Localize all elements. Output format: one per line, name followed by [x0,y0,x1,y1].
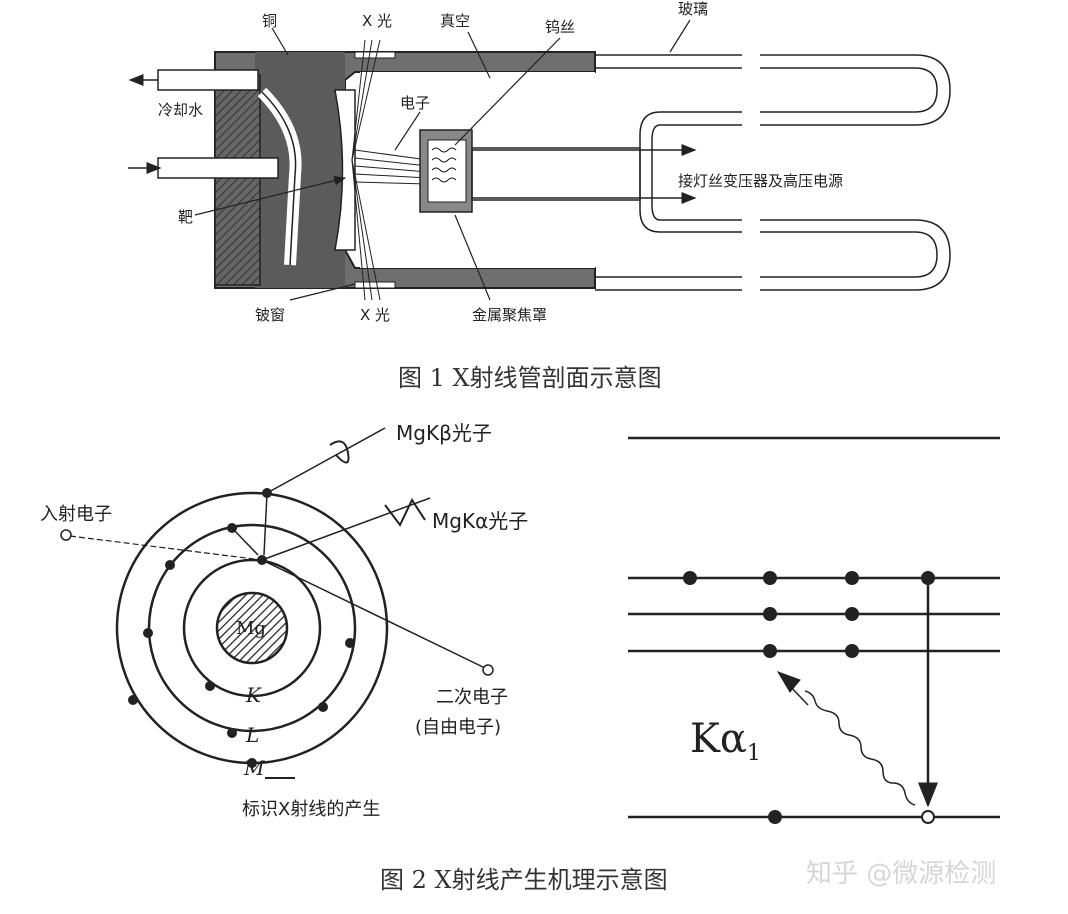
label-nucleus: Mg [236,618,266,639]
label-target: 靶 [178,208,193,226]
photon-wave [804,690,916,806]
label-copper: 铜 [262,12,277,30]
label-secondary-electron: 二次电子 [436,687,508,708]
k-vacancy [921,810,935,824]
label-to-transformer: 接灯丝变压器及高压电源 [678,172,843,190]
label-xray-top: X 光 [362,12,392,30]
cooling-pipe-top [157,69,259,91]
label-xray-bottom: X 光 [360,306,390,324]
label-tungsten-filament: 钨丝 [545,18,575,36]
label-vacuum: 真空 [440,12,470,30]
figure1-xray-tube: 铜 X 光 真空 钨丝 玻璃 冷却水 电子 接灯丝变压器及高压电源 靶 铍窗 X… [128,0,951,324]
k-alpha-main: Kα [690,716,747,762]
label-shell-m: M [243,756,265,780]
label-free-electron: (自由电子) [415,717,501,738]
label-electron: 电子 [400,94,430,112]
label-mgk-beta: MgKβ光子 [396,421,492,445]
label-mgk-alpha: MgKα光子 [432,509,528,533]
label-beryllium-window: 铍窗 [255,306,285,324]
beryllium-window-top [354,51,396,59]
figure2-atom-model: MgKβ光子 MgKα光子 入射电子 Mg K L M 二次电子 (自由电子) … [40,421,528,820]
label-shell-k: K [245,683,262,707]
shell-l [147,523,357,733]
label-shell-l: L [245,723,259,747]
cooling-pipe-bottom [157,157,279,179]
shell-k [182,558,322,698]
watermark: 知乎 @微源检测 [806,859,997,889]
nucleus [215,591,289,665]
label-k-alpha: Kα1 [690,716,761,766]
figure1-caption: 图 1 X射线管剖面示意图 [398,364,662,392]
k-alpha-sub: 1 [747,741,761,766]
label-glass: 玻璃 [678,0,708,18]
electron-dots [128,488,355,768]
level-electrons [683,571,935,824]
glass-tube [595,54,951,291]
label-characteristic-title: 标识X射线的产生 [242,799,380,820]
vacuum-chamber [360,72,595,268]
label-metal-focus-cup: 金属聚焦罩 [472,306,547,324]
label-incident-electron: 入射电子 [40,504,112,525]
figure2-energy-levels [628,436,1000,824]
figure2-caption: 图 2 X射线产生机理示意图 [380,866,668,894]
beryllium-window-bottom [354,281,396,289]
anode-target [334,89,356,251]
label-cooling-water: 冷却水 [158,101,203,119]
